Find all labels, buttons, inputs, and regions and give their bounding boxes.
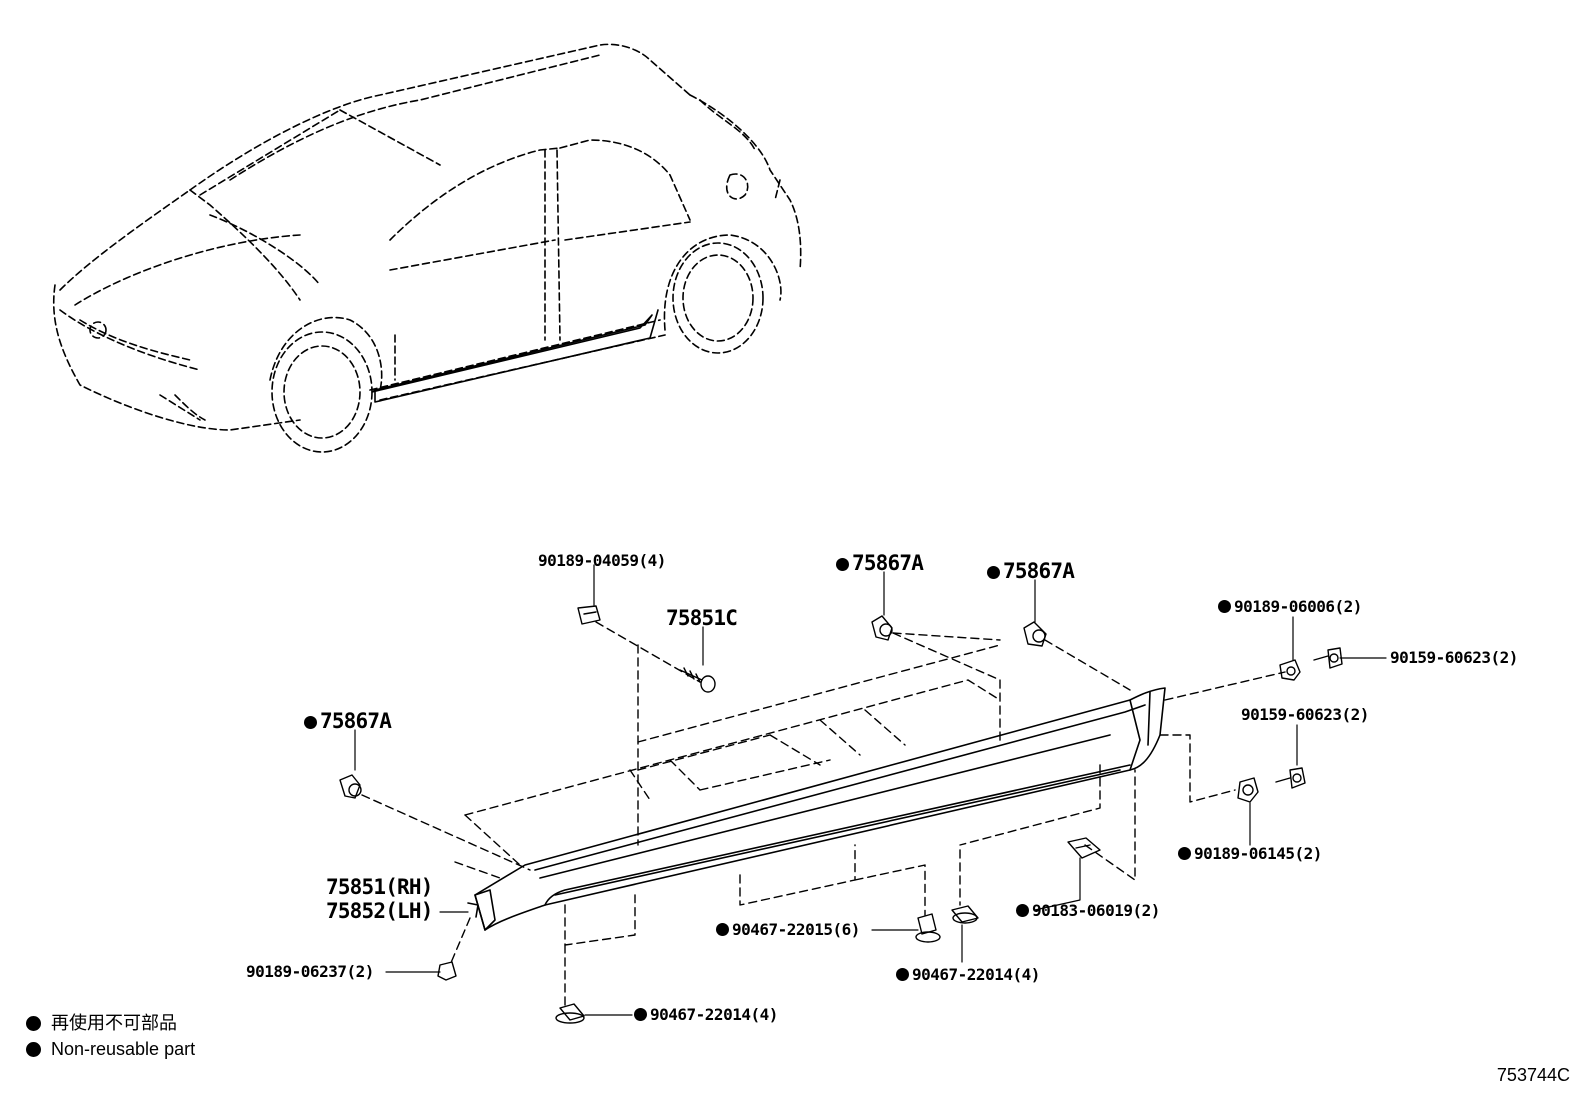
bolt-icon <box>1313 647 1343 669</box>
grommet-icon <box>339 774 362 799</box>
non-reusable-dot-icon <box>634 1008 647 1021</box>
non-reusable-dot-icon <box>836 558 849 571</box>
grommet-icon <box>1023 621 1047 647</box>
part-label-90159-60623-mid: 90159-60623(2) <box>1241 705 1369 724</box>
non-reusable-dot-icon <box>304 716 317 729</box>
nut-icon <box>1237 777 1259 803</box>
leader-lines <box>361 621 1286 1011</box>
fastener-icons <box>339 605 1343 1024</box>
non-reusable-dot-icon <box>1016 904 1029 917</box>
label-leaders <box>354 564 1387 1016</box>
part-label-90467-22014-right: 90467-22014(4) <box>896 966 1040 984</box>
part-label-90467-22014-left: 90467-22014(4) <box>634 1006 778 1024</box>
part-label-75867a-left: 75867A <box>304 709 392 733</box>
nut-icon <box>1279 659 1301 681</box>
non-reusable-dot-icon <box>896 968 909 981</box>
non-reusable-dot-icon <box>1178 847 1191 860</box>
legend-dot-icon <box>26 1042 41 1057</box>
push-clip-icon <box>951 905 979 924</box>
non-reusable-dot-icon <box>1218 600 1231 613</box>
part-label-90159-60623-top: 90159-60623(2) <box>1390 648 1518 667</box>
part-label-75851-rh: 75851(RH) <box>326 875 433 899</box>
part-label-90183-06019: 90183-06019(2) <box>1016 902 1160 920</box>
part-label-75852-lh: 75852(LH) <box>326 899 433 923</box>
bolt-icon <box>1275 767 1306 789</box>
part-label-75867a-top: 75867A <box>836 551 924 575</box>
non-reusable-dot-icon <box>716 923 729 936</box>
vehicle-rocker-panel <box>371 309 659 403</box>
non-reusable-dot-icon <box>987 566 1000 579</box>
vehicle-outline <box>52 43 802 453</box>
grommet-icon <box>871 615 893 641</box>
legend-japanese: 再使用不可部品 <box>26 1012 177 1034</box>
clip-icon <box>577 605 601 625</box>
part-label-75867a-right: 75867A <box>987 559 1075 583</box>
push-clip-icon <box>555 1003 585 1024</box>
part-label-90189-06145: 90189-06145(2) <box>1178 845 1322 863</box>
push-clip-icon <box>915 913 941 943</box>
nut-icon <box>437 961 457 981</box>
screw-icon <box>679 667 716 693</box>
legend-dot-icon <box>26 1016 41 1031</box>
figure-id: 753744C <box>1496 1065 1570 1085</box>
rocker-panel-part <box>467 687 1166 931</box>
part-label-75851c: 75851C <box>666 606 738 630</box>
part-label-90467-22015: 90467-22015(6) <box>716 921 860 939</box>
part-label-90189-04059: 90189-04059(4) <box>538 551 666 570</box>
clip-icon <box>1067 837 1101 859</box>
legend-english: Non-reusable part <box>26 1038 195 1060</box>
part-label-90189-06237: 90189-06237(2) <box>246 962 374 981</box>
part-label-90189-06006: 90189-06006(2) <box>1218 598 1362 616</box>
